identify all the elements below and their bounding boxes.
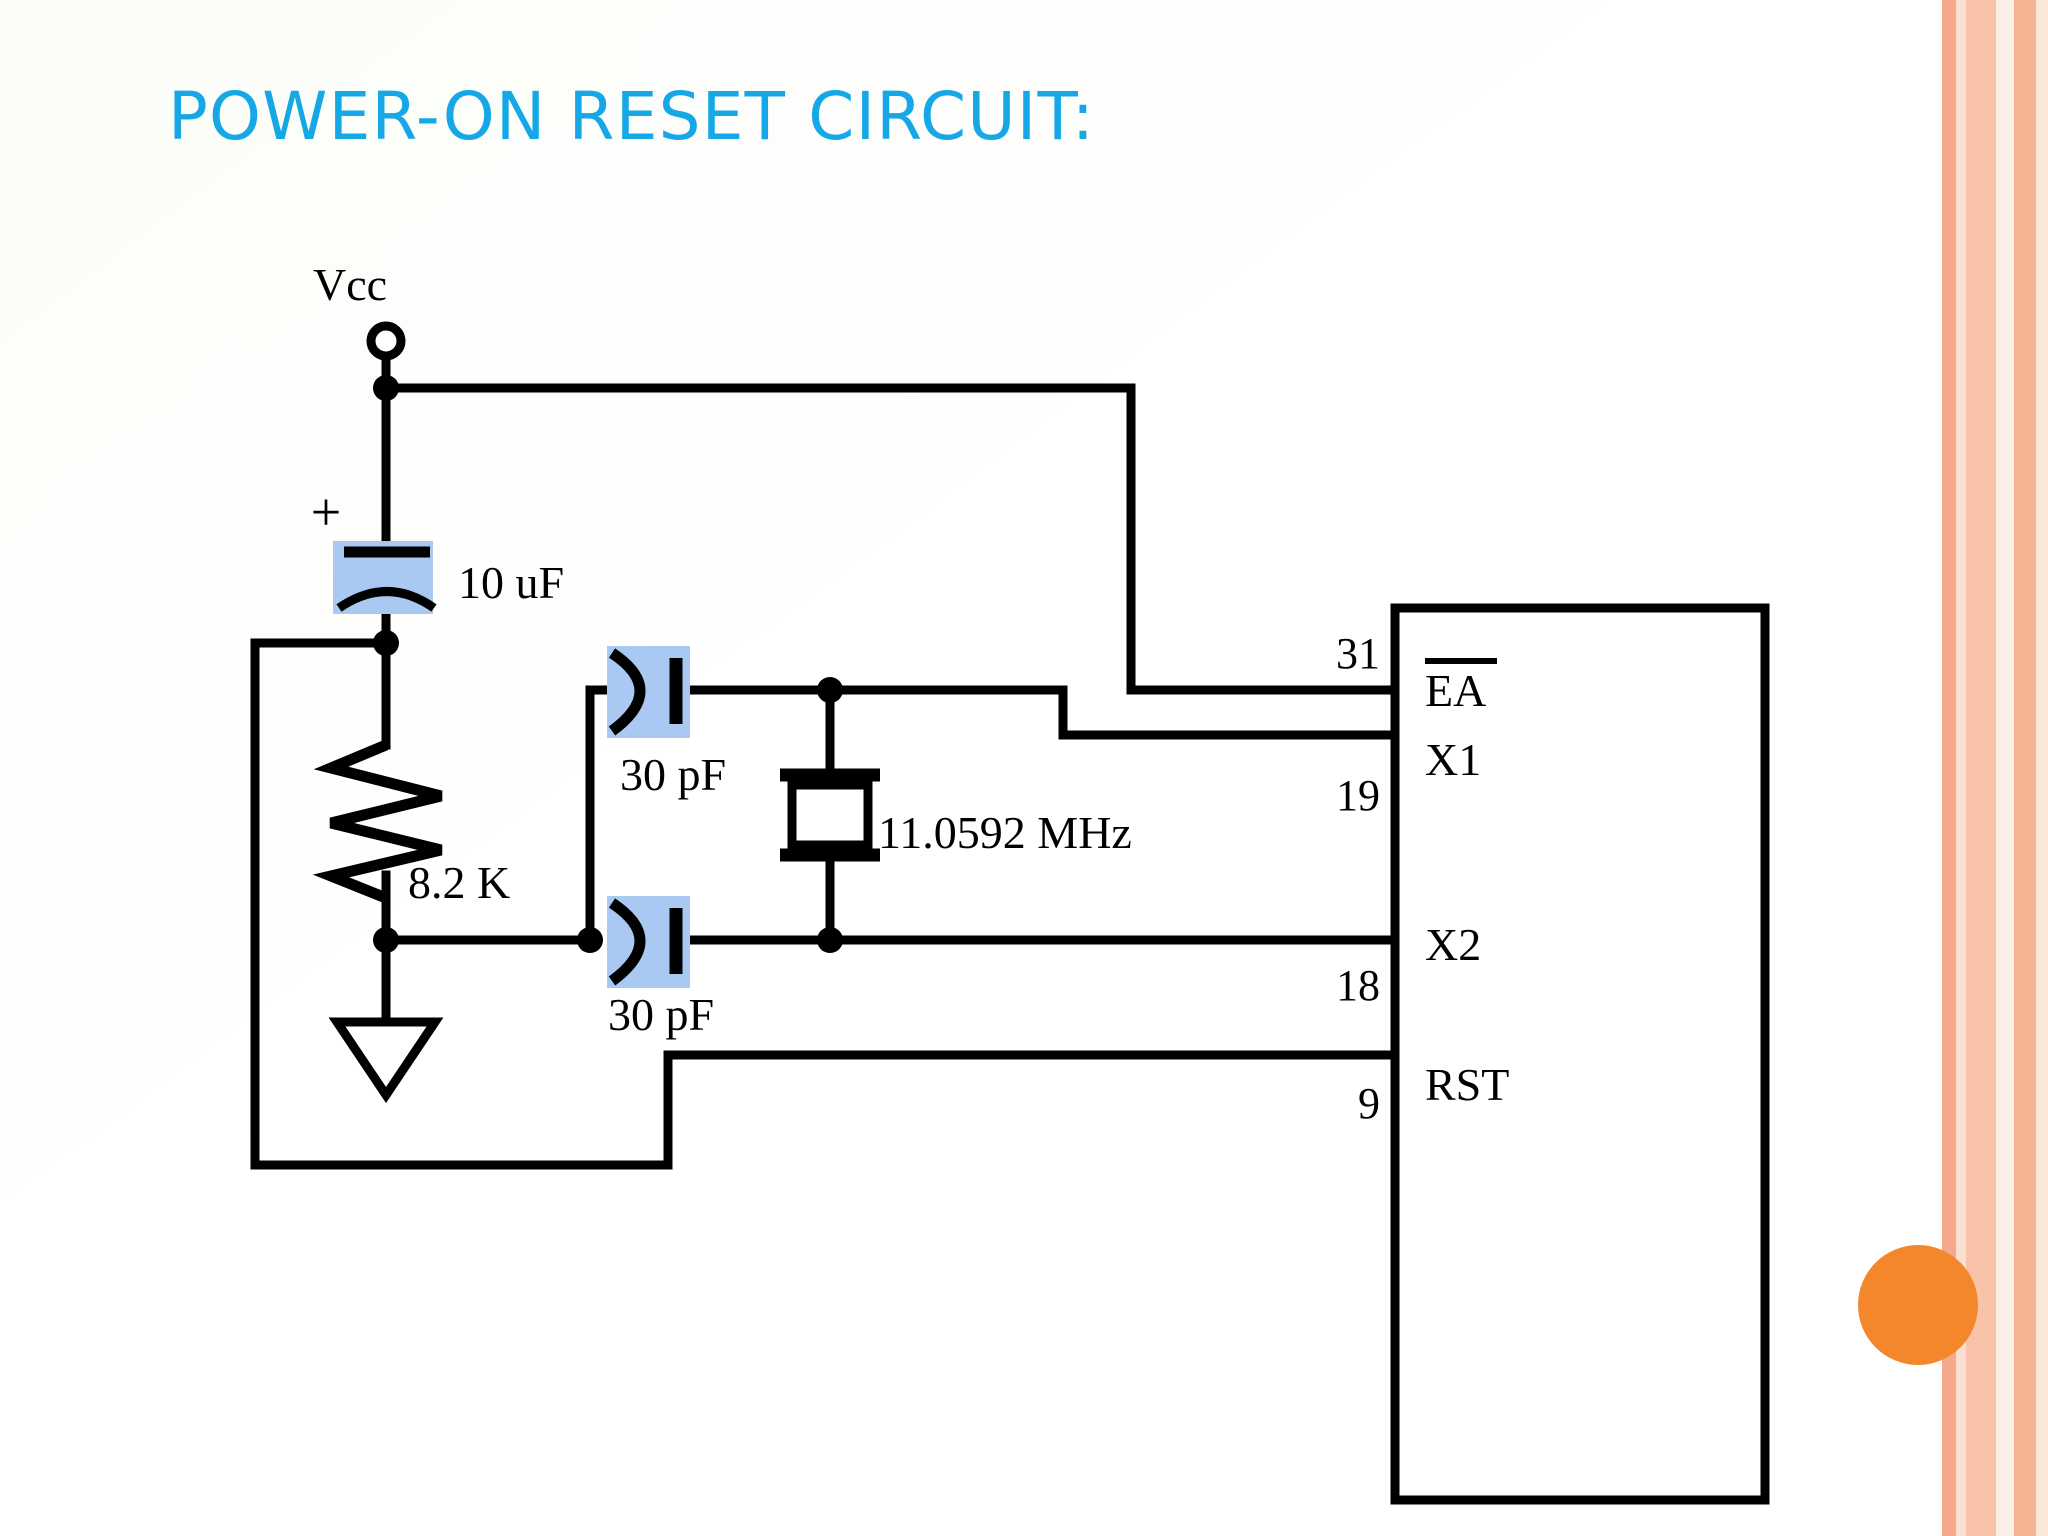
capacitor-icon-bottom — [607, 896, 690, 988]
junction-dot-xtal-top — [817, 677, 843, 703]
pin-label-x2: X2 — [1425, 919, 1481, 970]
vcc-label: Vcc — [313, 259, 387, 310]
decor-stripe-2 — [1956, 0, 1966, 1536]
pin-label-x1: X1 — [1425, 734, 1481, 785]
resistor-label: 8.2 K — [408, 857, 510, 908]
crystal-label: 11.0592 MHz — [878, 807, 1132, 858]
capacitor-icon-top — [607, 646, 690, 738]
decor-stripe-4 — [1996, 0, 2014, 1536]
junction-dot-gnd-node — [373, 927, 399, 953]
ground-triangle-icon — [328, 1017, 444, 1104]
accent-dot — [1858, 1245, 1978, 1365]
capacitor-30pf-top-label: 30 pF — [620, 749, 726, 800]
junction-dot-vcc — [373, 375, 399, 401]
capacitor-10uf-label: 10 uF — [458, 557, 564, 608]
crystal-icon — [780, 768, 880, 862]
electrolytic-capacitor-icon — [333, 541, 437, 614]
decor-stripe-5 — [2014, 0, 2036, 1536]
microcontroller-package — [1390, 603, 1770, 1505]
pin-number-31: 31 — [1336, 629, 1380, 678]
junction-dot-xtal-bottom — [817, 927, 843, 953]
resistor-zigzag-icon — [312, 739, 443, 904]
junction-dot-cap-bottom — [577, 927, 603, 953]
capacitor-30pf-bottom-label: 30 pF — [608, 989, 714, 1040]
page-title: POWER-ON RESET CIRCUIT: — [168, 78, 1096, 155]
pin-label-rst: RST — [1425, 1059, 1509, 1110]
pin-number-18: 18 — [1336, 961, 1380, 1010]
pin-number-19: 19 — [1336, 771, 1380, 820]
junction-dot-cap-node — [373, 630, 399, 656]
decor-stripe-6 — [2036, 0, 2048, 1536]
decor-stripe-1 — [1942, 0, 1956, 1536]
pin-number-9: 9 — [1358, 1079, 1380, 1128]
polarity-plus-label: + — [311, 482, 341, 542]
pin-label-ea: EA — [1425, 665, 1486, 716]
